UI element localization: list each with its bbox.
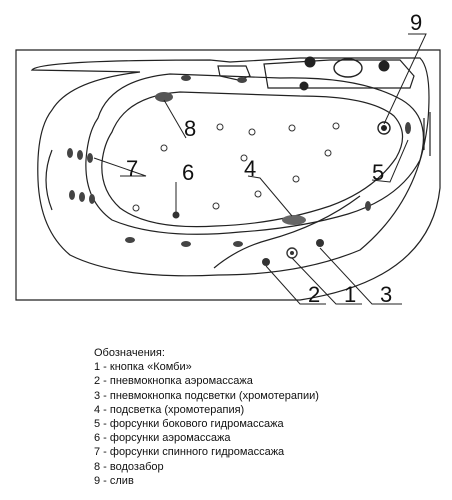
bathtub-outer-rim [15,49,441,301]
overflow-drain-core-icon [381,125,387,131]
air-massage-button-icon [262,258,270,266]
back-jet-icon [69,190,75,200]
side-jets-group [365,122,411,211]
side-jet-icon [365,201,371,211]
air-jet-icon [292,175,300,183]
bathtub-deck [30,57,430,277]
shower-holder-icon [333,58,363,78]
spout-icon [299,81,309,91]
legend-item-6: 6 - форсунки аэромассажа [94,432,231,445]
air-jet-icon [212,202,220,210]
callout-3: 3 [380,282,392,307]
back-jet-icon [237,77,247,83]
air-jet-icon [288,124,296,132]
faucet-knob-icon [304,56,316,68]
back-jet-icon [79,192,85,202]
air-jet-icon [132,204,140,212]
leader-line-4 [247,175,293,217]
apron-buttons [262,239,324,266]
back-jet-icon [181,75,191,81]
back-jet-icon [87,153,93,163]
water-intake-icon [155,92,173,102]
air-jet-icon [172,211,180,219]
back-jet-icon [67,148,73,158]
leader-line-1 [291,257,362,305]
legend-item-4: 4 - подсветка (хромотерапия) [94,403,245,416]
callout-2: 2 [308,282,320,307]
air-jet-icon [216,123,224,131]
legend-item-7: 7 - форсунки спинного гидромассажа [94,446,285,459]
legend-item-2: 2 - пневмокнопка аэромассажа [94,375,253,388]
basin-inner [101,91,404,228]
leader-line-2 [265,265,326,305]
combi-button-core-icon [290,251,294,255]
air-jet-icon [254,190,262,198]
leader-line-9 [383,33,427,125]
callout-4: 4 [244,156,256,181]
back-jet-icon [181,241,191,247]
chromotherapy-button-icon [316,239,324,247]
back-jet-icon [77,150,83,160]
callout-9: 9 [410,10,422,35]
callout-6: 6 [182,160,194,185]
drain-plug-icon [378,60,390,72]
legend-title: Обозначения: [94,347,165,359]
air-jet-icon [240,154,248,162]
leader-line-5 [371,139,409,183]
head-rest [45,149,53,211]
leader-lines [93,33,427,305]
callout-8: 8 [184,116,196,141]
legend-item-5: 5 - форсунки бокового гидромассажа [94,418,284,431]
legend-item-1: 1 - кнопка «Комби» [94,361,192,374]
back-jet-icon [233,241,243,247]
back-jet-icon [125,237,135,243]
air-jet-icon [324,149,332,157]
leader-line-8 [163,99,187,139]
side-jet-icon [405,122,411,134]
chromotherapy-light-icon [282,215,306,225]
bathtub-diagram: 1 2 3 4 5 6 7 8 9 [15,10,441,307]
front-apron [213,195,361,269]
overflow-drain-icon [377,121,391,135]
callout-5: 5 [372,160,384,185]
callout-7: 7 [126,156,138,181]
legend-item-9: 9 - слив [94,474,134,487]
air-jets-group [132,122,340,219]
air-jet-icon [248,128,256,136]
callout-1: 1 [344,282,356,307]
air-jet-icon [332,122,340,130]
air-jet-icon [160,144,168,152]
leader-line-3 [319,247,402,305]
back-jets-group [67,75,247,247]
back-jet-icon [89,194,95,204]
legend-item-8: 8 - водозабор [94,460,164,473]
control-panel [263,59,415,89]
legend: Обозначения: 1 - кнопка «Комби» 2 - пнев… [94,346,434,488]
basin-outer [85,73,424,235]
legend-item-3: 3 - пневмокнопка подсветки (хромотерапии… [94,389,319,402]
leader-line-7 [93,157,147,177]
